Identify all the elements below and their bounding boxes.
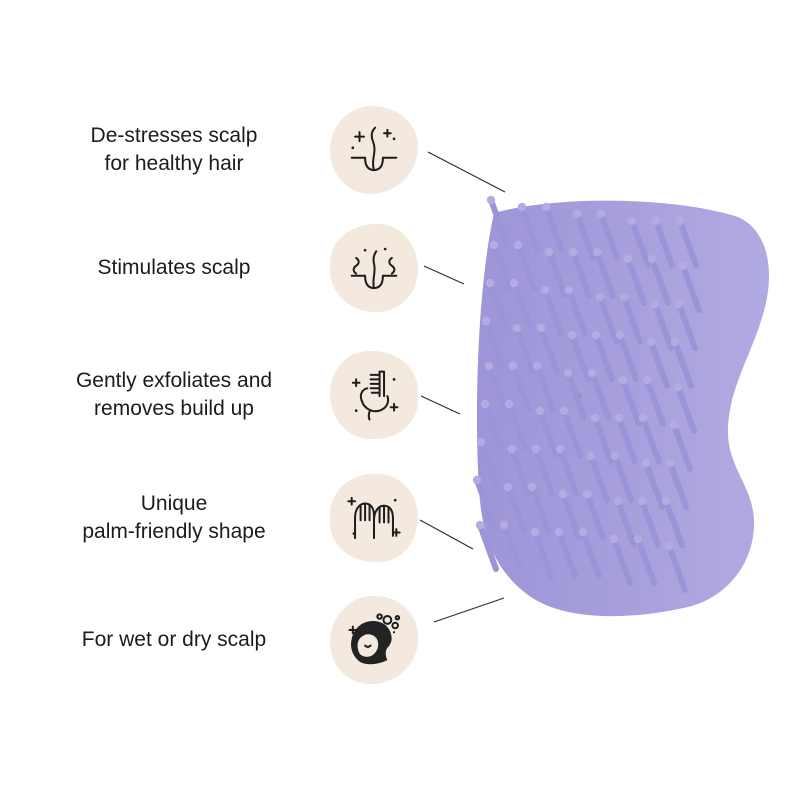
- feature-label: Unique palm-friendly shape: [82, 491, 266, 543]
- feature-label: Gently exfoliates and removes build up: [75, 368, 273, 420]
- feature-label: Stimulates scalp: [97, 255, 251, 279]
- brush-body: [476, 200, 769, 617]
- feature-row-wet-dry: For wet or dry scalp: [36, 580, 418, 700]
- feature-label: De-stresses scalp for healthy hair: [90, 123, 258, 175]
- scalp-brush: [472, 195, 769, 617]
- feature-label: For wet or dry scalp: [81, 627, 267, 651]
- palms-hands-icon: [330, 474, 418, 562]
- feature-row-exfoliates: Gently exfoliates and removes build up: [36, 335, 418, 455]
- brush-bristles: [472, 195, 702, 593]
- washing-head-icon: [330, 596, 418, 684]
- feature-row-palm-shape: Unique palm-friendly shape: [36, 458, 418, 578]
- comb-in-hand-icon: [330, 351, 418, 439]
- feature-row-stimulates: Stimulates scalp: [36, 208, 418, 328]
- hair-follicle-sparkles-icon: [330, 106, 418, 194]
- feature-row-destress: De-stresses scalp for healthy hair: [36, 90, 418, 210]
- hair-follicle-stimulate-icon: [330, 224, 418, 312]
